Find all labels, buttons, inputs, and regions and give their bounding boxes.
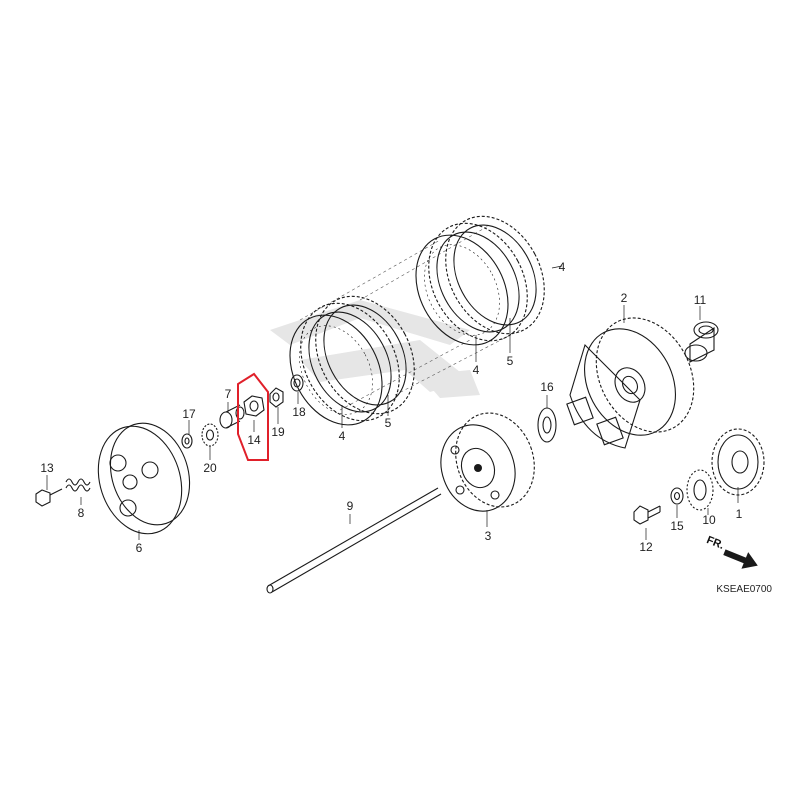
part-labels: 1 2 3 4 4 4 5 5 6 7 8 9 10 11 12 13 14 1… bbox=[40, 260, 742, 555]
part-number-12: 12 bbox=[639, 540, 653, 554]
part-number-2: 2 bbox=[621, 291, 628, 305]
part-number-3: 3 bbox=[485, 529, 492, 543]
pressure-plate bbox=[97, 422, 191, 535]
part-number-13: 13 bbox=[40, 461, 54, 475]
part-number-17: 17 bbox=[182, 407, 196, 421]
part-number-9: 9 bbox=[347, 499, 354, 513]
flange-bolt-12 bbox=[633, 505, 661, 525]
part-number-6: 6 bbox=[136, 541, 143, 555]
highlight-outline bbox=[237, 372, 269, 461]
clutch-outer-basket bbox=[566, 317, 695, 449]
clutch-pushrod bbox=[266, 487, 442, 594]
primary-gear bbox=[711, 428, 765, 496]
front-direction-label: FR. bbox=[705, 534, 726, 552]
part-number-18: 18 bbox=[292, 405, 306, 419]
part-number-4-front: 4 bbox=[339, 429, 346, 443]
part-number-1: 1 bbox=[736, 507, 743, 521]
part-number-11: 11 bbox=[694, 293, 707, 307]
part-number-4-top: 4 bbox=[559, 260, 566, 274]
small-gear bbox=[686, 469, 714, 511]
washer-18 bbox=[290, 374, 304, 392]
part-number-10: 10 bbox=[702, 513, 716, 527]
watermark-logo bbox=[270, 300, 480, 398]
part-number-19: 19 bbox=[271, 425, 285, 439]
part-number-5-front: 5 bbox=[385, 416, 392, 430]
part-number-20: 20 bbox=[203, 461, 217, 475]
part-number-14: 14 bbox=[247, 433, 261, 447]
part-number-15: 15 bbox=[670, 519, 684, 533]
part-number-7: 7 bbox=[225, 387, 232, 401]
lock-washer bbox=[269, 387, 284, 408]
clutch-center bbox=[440, 412, 535, 512]
part-number-5-rear: 5 bbox=[507, 354, 514, 368]
clutch-spring bbox=[65, 478, 91, 492]
collar bbox=[684, 321, 719, 363]
leader-lines bbox=[46, 265, 739, 540]
front-direction-arrow bbox=[723, 549, 758, 569]
diagram-code: KSEAE0700 bbox=[716, 584, 772, 595]
clutch-plate-front bbox=[289, 295, 415, 426]
part-number-16: 16 bbox=[540, 380, 554, 394]
release-bearing bbox=[201, 423, 219, 447]
clutch-spring-bolt bbox=[35, 488, 63, 507]
thrust-washer bbox=[537, 407, 557, 443]
clutch-plate-rear bbox=[415, 215, 545, 346]
part-number-4-mid: 4 bbox=[473, 363, 480, 377]
lock-nut bbox=[243, 395, 265, 417]
washer-15 bbox=[670, 487, 684, 505]
washer-17 bbox=[181, 433, 193, 449]
part-number-8: 8 bbox=[78, 506, 85, 520]
lifter-piece bbox=[219, 404, 245, 429]
